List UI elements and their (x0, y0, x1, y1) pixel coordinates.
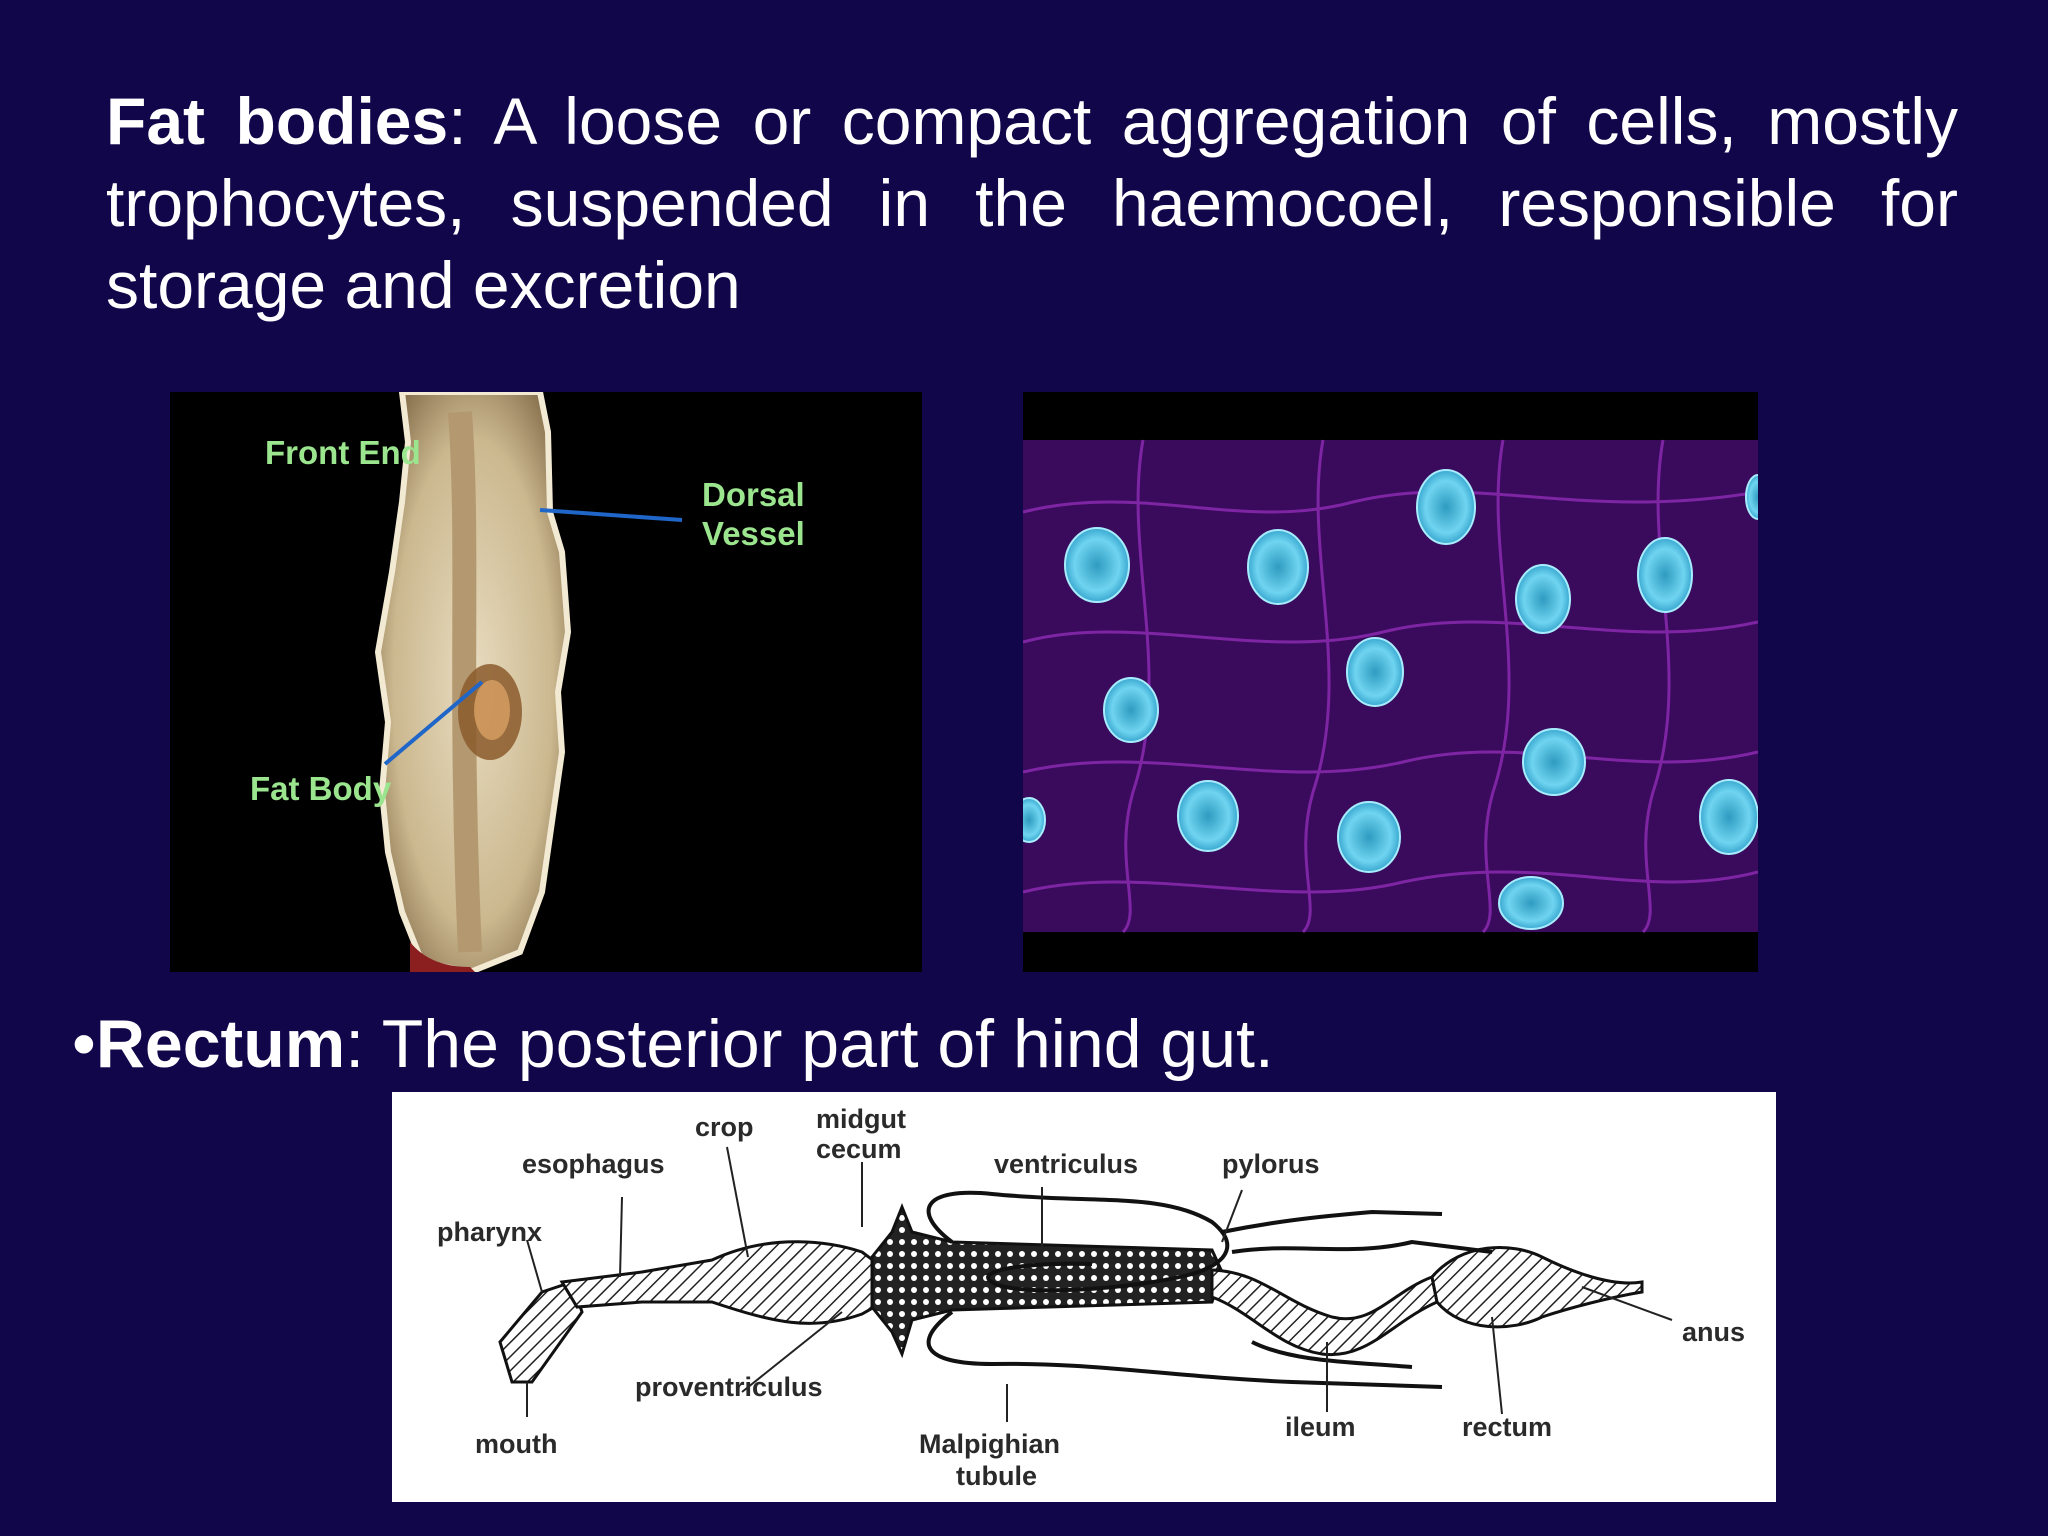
fat-body-label: Fat Body (250, 770, 392, 807)
dorsal-label: Dorsal (702, 476, 805, 513)
rectum-definition: : The posterior part of hind gut. (345, 1006, 1274, 1082)
fat-bodies-paragraph: Fat bodies: A loose or compact aggregati… (106, 80, 1958, 326)
proventriculus-label: proventriculus (635, 1372, 823, 1402)
digestive-tract-diagram: crop midgut cecum esophagus ventriculus … (392, 1092, 1776, 1502)
malpighian-label: Malpighian (919, 1429, 1060, 1459)
rectum-diagram-label: rectum (1462, 1412, 1552, 1442)
bullet-marker: • (72, 1006, 96, 1082)
fat-body-micrograph (1012, 392, 1771, 972)
ventriculus-label: ventriculus (994, 1149, 1138, 1179)
esophagus-label: esophagus (522, 1149, 665, 1179)
vessel-label: Vessel (702, 515, 805, 552)
anus-label: anus (1682, 1317, 1745, 1347)
rectum-bullet: •Rectum: The posterior part of hind gut. (72, 1004, 1274, 1084)
rectum-term: Rectum (95, 1006, 346, 1082)
crop-label: crop (695, 1112, 754, 1142)
fat-bodies-definition: : A loose or compact aggregation of cell… (106, 84, 1958, 322)
larva-dissection-photo: Front End Dorsal Vessel Fat Body (170, 389, 922, 976)
pharynx-label: pharynx (437, 1217, 542, 1247)
tubule-label: tubule (956, 1461, 1037, 1491)
midgut-label: midgut (816, 1104, 906, 1134)
mouth-label: mouth (475, 1429, 557, 1459)
cecum-label: cecum (816, 1134, 902, 1164)
fat-bodies-term: Fat bodies (106, 84, 449, 158)
ileum-label: ileum (1285, 1412, 1356, 1442)
front-end-label: Front End (265, 434, 421, 471)
pylorus-label: pylorus (1222, 1149, 1320, 1179)
